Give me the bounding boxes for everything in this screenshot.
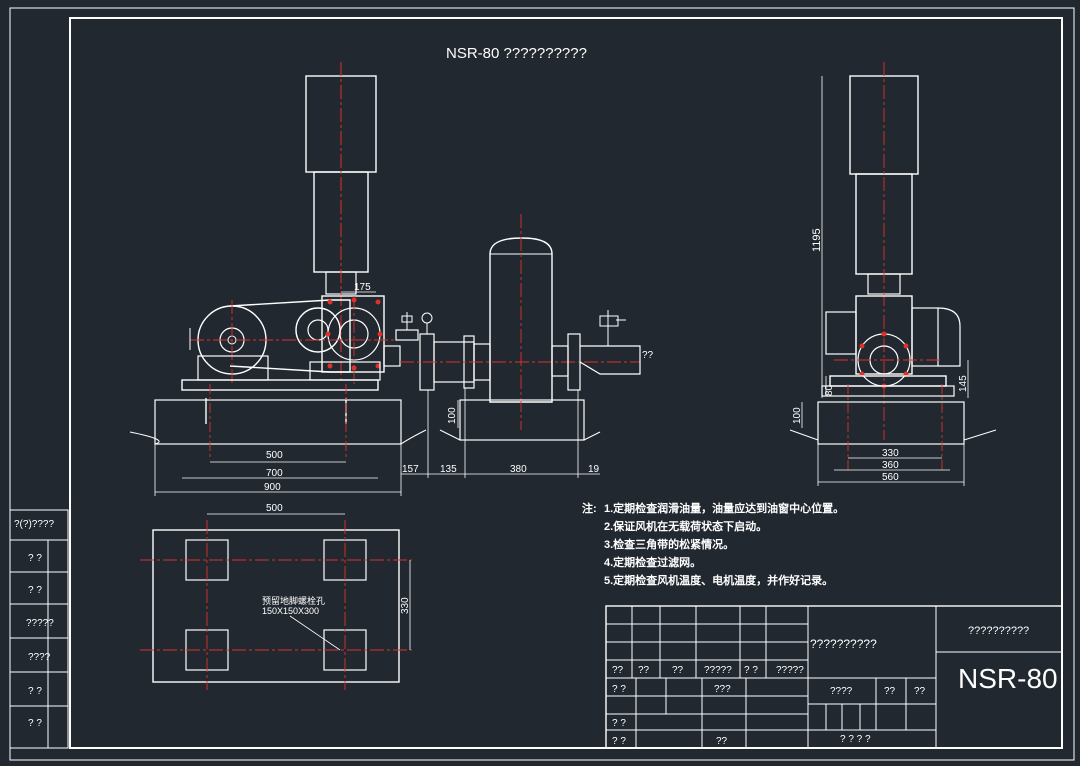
side-dim-330: 330 bbox=[882, 448, 899, 459]
strip-label-2: ? ? bbox=[28, 585, 42, 596]
drawing-title: NSR-80 ?????????? bbox=[446, 45, 587, 62]
side-foundation bbox=[817, 401, 965, 445]
left-strip: ?(?)???? ? ? ? ? ????? ???? ? ? ? ? bbox=[9, 509, 69, 749]
tb-check: ? ? bbox=[612, 718, 626, 729]
model-number: NSR-80 bbox=[958, 663, 1058, 694]
note-2: 2.保证风机在无载荷状态下启动。 bbox=[604, 519, 767, 533]
side-dim-145: 145 bbox=[958, 375, 969, 392]
tb-weight: ?? bbox=[884, 686, 896, 697]
title-block: ?????????? ?????????? NSR-80 ?? ?? ?? ??… bbox=[605, 605, 1063, 749]
side-dim-1195: 1195 bbox=[811, 228, 823, 252]
side-view: 1195 80 145 100 330 360 560 bbox=[789, 62, 997, 486]
blower-pulley bbox=[295, 307, 341, 353]
tb-std: ??? bbox=[714, 684, 731, 695]
belt-guard bbox=[229, 299, 351, 373]
dim-700: 700 bbox=[266, 468, 283, 479]
note-1: 1.定期检查润滑油量，油量应达到油窗中心位置。 bbox=[604, 501, 844, 515]
sheet-border bbox=[9, 7, 1075, 761]
tb-row1-2: ?? bbox=[672, 665, 684, 676]
notes-prefix: 注: bbox=[582, 501, 597, 515]
note-4: 4.定期检查过滤网。 bbox=[604, 555, 701, 569]
tb-row1-4: ? ? bbox=[744, 665, 758, 676]
foundation-left bbox=[154, 399, 402, 445]
tb-row1-5: ????? bbox=[776, 665, 804, 676]
base-frame bbox=[181, 379, 379, 391]
hole-label: 预留地脚螺栓孔 bbox=[262, 595, 325, 606]
drawing-name: ?????????? bbox=[810, 637, 877, 651]
plan-dim-500: 500 bbox=[266, 503, 283, 514]
tb-design: ? ? bbox=[612, 684, 626, 695]
plan-dim-330: 330 bbox=[400, 597, 411, 614]
drawing-frame bbox=[69, 17, 1063, 749]
strip-label-6: ? ? bbox=[28, 718, 42, 729]
dim-500: 500 bbox=[266, 450, 283, 461]
tb-row1-1: ?? bbox=[638, 665, 650, 676]
plan-foundation bbox=[152, 529, 400, 683]
tb-row1-3: ????? bbox=[704, 665, 732, 676]
dim-380: 380 bbox=[510, 464, 527, 475]
tb-stage: ???? bbox=[830, 686, 853, 697]
side-dim-100: 100 bbox=[792, 407, 803, 424]
hole-size: 150X150X300 bbox=[262, 606, 319, 616]
dim-175: 175 bbox=[354, 282, 371, 293]
plan-view: 500 330 预留地脚螺栓孔 150X150X300 bbox=[140, 503, 412, 690]
strip-label-5: ? ? bbox=[28, 686, 42, 697]
strip-label-3: ????? bbox=[26, 618, 54, 629]
strip-label-4: ???? bbox=[28, 652, 51, 663]
tb-sheet: ? ? ? ? bbox=[840, 734, 871, 745]
dim-100: 100 bbox=[447, 407, 458, 424]
side-dim-560: 560 bbox=[882, 472, 899, 483]
tb-row1-0: ?? bbox=[612, 665, 624, 676]
notes: 注: 1.定期检查润滑油量，油量应达到油窗中心位置。 2.保证风机在无载荷状态下… bbox=[582, 501, 844, 587]
blower-casing bbox=[321, 295, 385, 373]
side-dim-360: 360 bbox=[882, 460, 899, 471]
dim-19: 19 bbox=[588, 464, 600, 475]
tb-approve: ? ? bbox=[612, 736, 626, 747]
strip-label-1: ? ? bbox=[28, 553, 42, 564]
note-3: 3.检查三角带的松紧情况。 bbox=[604, 537, 734, 551]
pipe-label: ?? bbox=[642, 350, 654, 361]
tb-scale: ?? bbox=[914, 686, 926, 697]
foundation-right bbox=[459, 399, 585, 441]
note-5: 5.定期检查风机温度、电机温度，并作好记录。 bbox=[604, 573, 833, 587]
tb-date: ?? bbox=[716, 736, 728, 747]
strip-label-0: ?(?)???? bbox=[14, 519, 54, 530]
company-name: ?????????? bbox=[968, 625, 1029, 637]
dim-900: 900 bbox=[264, 482, 281, 493]
side-dim-80: 80 bbox=[824, 384, 835, 396]
front-view: ?? 175 500 700 900 157 135 380 19 100 bbox=[129, 62, 654, 496]
dim-135: 135 bbox=[440, 464, 457, 475]
dim-157: 157 bbox=[402, 464, 419, 475]
silencer bbox=[489, 237, 553, 403]
